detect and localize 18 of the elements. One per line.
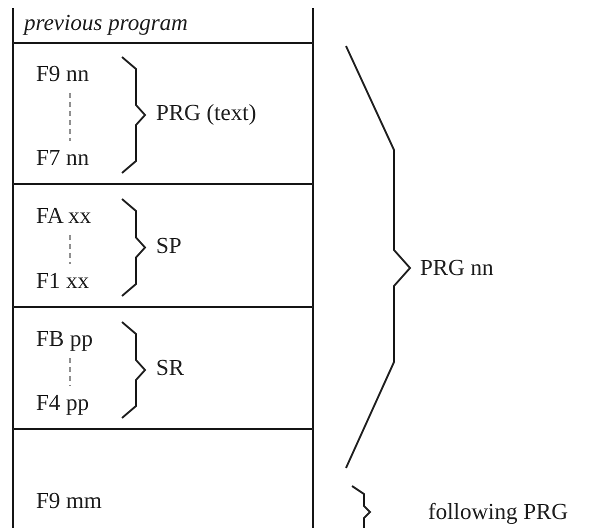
block-label: SP xyxy=(156,232,182,258)
address-text: F1 xx xyxy=(36,268,90,294)
block-label: PRG (text) xyxy=(156,100,256,126)
memory-cell xyxy=(12,185,314,308)
address-text: FB pp xyxy=(36,326,93,352)
block-label: PRG nn xyxy=(420,255,494,281)
memory-cell xyxy=(12,43,314,185)
address-text: F9 mm xyxy=(36,488,102,514)
memory-cell xyxy=(12,308,314,430)
memory-cell xyxy=(12,8,314,44)
address-text: F7 nn xyxy=(36,145,90,171)
address-text: F4 pp xyxy=(36,390,90,416)
address-text: FA xx xyxy=(36,203,92,229)
memory-cell xyxy=(12,430,314,528)
cell-heading: previous program xyxy=(24,10,188,36)
block-label: following PRG xyxy=(428,499,568,525)
block-label: SR xyxy=(156,355,184,381)
address-text: F9 nn xyxy=(36,61,90,87)
